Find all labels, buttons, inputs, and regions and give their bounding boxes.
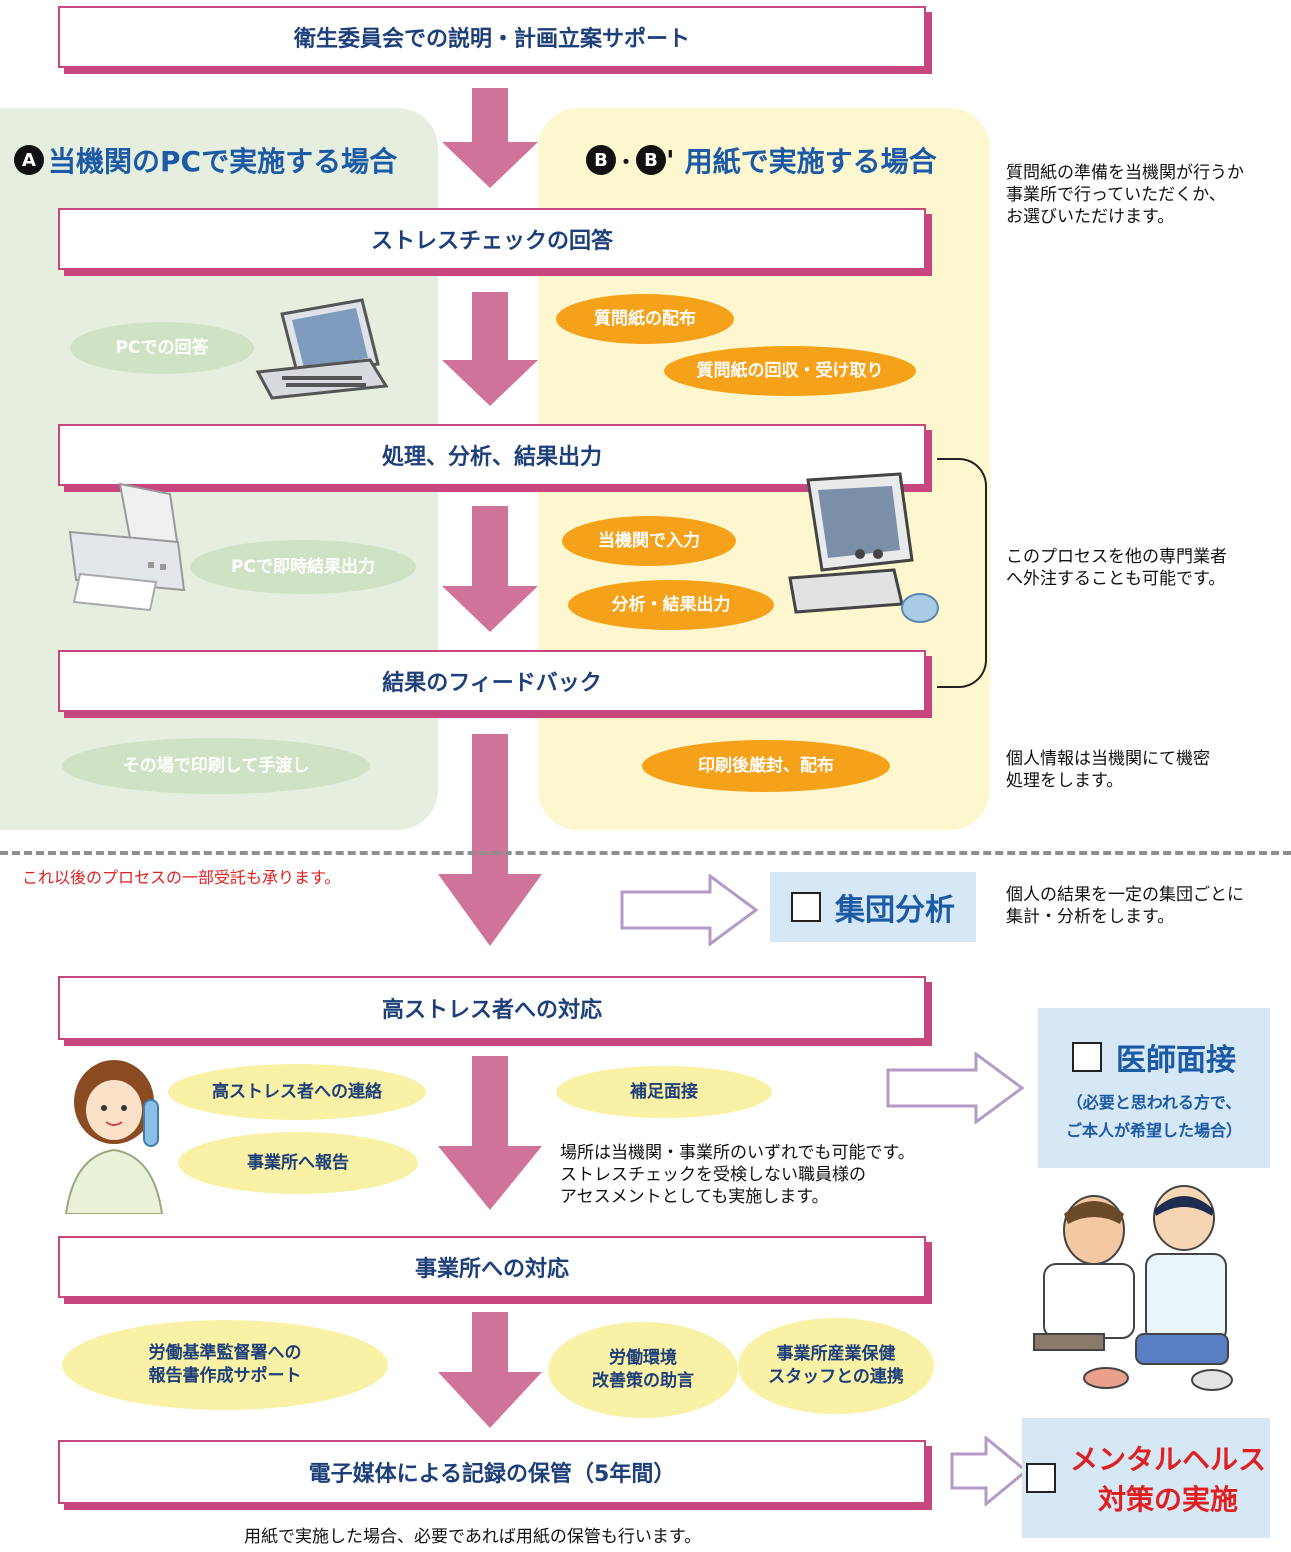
box-group-analysis: 集団分析 — [770, 872, 976, 942]
step-committee-support: 衛生委員会での説明・計画立案サポート — [58, 6, 926, 68]
note-line: 個人情報は当機関にて機密 — [1006, 749, 1210, 769]
pill-label: PCで即時結果出力 — [231, 556, 375, 577]
bracket-outsource — [937, 458, 987, 688]
checkbox-mental-health — [1025, 1463, 1056, 1493]
note-group-analysis: 個人の結果を一定の集団ごとに 集計・分析をします。 — [1006, 884, 1244, 928]
pill-label: 質問紙の配布 — [594, 308, 696, 329]
pill-labor-report: 労働基準監督署への 報告書作成サポート — [62, 1320, 388, 1410]
section-a-title: A 当機関のPCで実施する場合 — [14, 140, 397, 180]
badge-a: A — [14, 145, 44, 175]
doctor-interview-label: 医師面接 — [1116, 1043, 1236, 1078]
pill-label: 当機関で入力 — [598, 530, 700, 551]
step-label: 電子媒体による記録の保管（5年間） — [308, 1462, 676, 1487]
checkbox-group-analysis — [791, 892, 821, 922]
section-a-label: 当機関のPCで実施する場合 — [48, 145, 398, 178]
pill-label: 労働基準監督署への — [148, 1343, 302, 1364]
box-doctor-interview: 医師面接 （必要と思われる方で、 ご本人が希望した場合） — [1038, 1008, 1270, 1168]
pill-label: その場で印刷して手渡し — [122, 755, 310, 776]
pill-label: 高ストレス者への連絡 — [212, 1081, 382, 1102]
note-privacy: 個人情報は当機関にて機密 処理をします。 — [1006, 748, 1210, 792]
pill-label: PCでの回答 — [115, 337, 209, 358]
pill-label: 質問紙の回収・受け取り — [696, 360, 884, 381]
note-line: 集計・分析をします。 — [1006, 907, 1175, 928]
note-place: 場所は当機関・事業所のいずれでも可能です。 ストレスチェックを受検しない職員様の… — [560, 1142, 915, 1208]
note-questionnaire-prep: 質問紙の準備を当機関が行うか 事業所で行っていただくか、 お選びいただけます。 — [1006, 162, 1244, 228]
pill-label: 補足面接 — [630, 1081, 698, 1102]
pill-collect: 質問紙の回収・受け取り — [664, 346, 916, 396]
outline-arrow-icon — [886, 1052, 1025, 1124]
step-label: ストレスチェックの回答 — [370, 229, 613, 254]
note-paper-storage: 用紙で実施した場合、必要であれば用紙の保管も行います。 — [244, 1527, 702, 1547]
divider-dashed — [0, 851, 1291, 855]
printer-icon — [68, 482, 186, 612]
badge-separator: ・ — [616, 149, 636, 174]
badge-b-prime: B — [636, 145, 666, 175]
doctor-interview-sub: （必要と思われる方で、 — [1066, 1093, 1242, 1112]
mental-health-label: メンタルヘルス — [1069, 1443, 1266, 1476]
note-line: ストレスチェックを受検しない職員様の — [560, 1165, 866, 1186]
pill-label: スタッフとの連携 — [768, 1367, 904, 1387]
note-line: 質問紙の準備を当機関が行うか — [1006, 163, 1244, 183]
note-partial-contract: これ以後のプロセスの一部受託も承ります。 — [22, 868, 341, 887]
badge-prime-mark: ' — [666, 143, 675, 177]
pill-seal: 印刷後厳封、配布 — [642, 740, 890, 792]
section-b-label: 用紙で実施する場合 — [684, 145, 937, 178]
checkbox-doctor-interview — [1072, 1042, 1102, 1072]
pill-staff-coordination: 事業所産業保健 スタッフとの連携 — [738, 1318, 934, 1414]
pill-input: 当機関で入力 — [562, 516, 736, 566]
pill-environment: 労働環境 改善策の助言 — [548, 1322, 738, 1418]
group-analysis-label: 集団分析 — [835, 893, 955, 928]
step-stress-check-answer: ストレスチェックの回答 — [58, 208, 926, 270]
pill-label: 事業所へ報告 — [247, 1152, 349, 1173]
pill-contact: 高ストレス者への連絡 — [168, 1064, 426, 1120]
note-line: 処理をします。 — [1006, 771, 1124, 792]
pill-pc-answer: PCでの回答 — [70, 322, 254, 374]
note-line: 場所は当機関・事業所のいずれでも可能です。 — [560, 1143, 915, 1163]
doctor-interview-sub: ご本人が希望した場合） — [1065, 1121, 1242, 1140]
step-feedback: 結果のフィードバック — [58, 650, 926, 712]
step-high-stress: 高ストレス者への対応 — [58, 976, 926, 1040]
outline-arrow-icon — [950, 1436, 1028, 1506]
step-record-storage: 電子媒体による記録の保管（5年間） — [58, 1440, 926, 1504]
note-line: お選びいただけます。 — [1006, 207, 1175, 228]
pill-onsite-print: その場で印刷して手渡し — [62, 738, 370, 794]
section-b-title: B ・ B ' 用紙で実施する場合 — [586, 140, 937, 180]
mental-health-label: 対策の実施 — [1097, 1483, 1238, 1516]
pill-report: 事業所へ報告 — [178, 1132, 418, 1194]
desktop-computer-icon — [788, 472, 939, 623]
pill-label: 事業所産業保健 — [776, 1344, 896, 1365]
note-line: 個人の結果を一定の集団ごとに — [1006, 885, 1244, 905]
step-label: 事業所への対応 — [414, 1257, 569, 1282]
step-label: 高ストレス者への対応 — [381, 998, 602, 1023]
pill-label: 分析・結果出力 — [611, 594, 731, 615]
step-label: 処理、分析、結果出力 — [381, 445, 602, 470]
pill-pc-output: PCで即時結果出力 — [190, 540, 416, 594]
badge-b: B — [586, 145, 616, 175]
doctor-consultation-icon — [1033, 1185, 1233, 1391]
pill-interview: 補足面接 — [556, 1066, 772, 1118]
pill-label: 印刷後厳封、配布 — [698, 755, 834, 776]
note-outsource: このプロセスを他の専門業者 へ外注することも可能です。 — [1006, 546, 1227, 590]
pill-analysis: 分析・結果出力 — [568, 580, 774, 630]
box-mental-health: メンタルヘルス 対策の実施 — [1022, 1418, 1270, 1538]
step-workplace: 事業所への対応 — [58, 1236, 926, 1298]
pill-label: 報告書作成サポート — [148, 1366, 302, 1386]
step-label: 衛生委員会での説明・計画立案サポート — [293, 27, 690, 52]
laptop-icon — [255, 298, 389, 400]
note-line: 事業所で行っていただくか、 — [1006, 185, 1226, 206]
doctor-interview-title: 医師面接 — [1072, 1035, 1236, 1079]
operator-woman-icon — [64, 1060, 164, 1214]
note-line: へ外注することも可能です。 — [1006, 569, 1226, 590]
mental-health-title: メンタルヘルス 対策の実施 — [1070, 1438, 1266, 1518]
outline-arrow-icon — [620, 874, 759, 946]
step-processing: 処理、分析、結果出力 — [58, 424, 926, 486]
pill-label: 改善策の助言 — [592, 1371, 694, 1391]
step-label: 結果のフィードバック — [382, 671, 602, 696]
pill-distribute: 質問紙の配布 — [556, 294, 734, 344]
note-line: アセスメントとしても実施します。 — [560, 1187, 829, 1208]
note-line: このプロセスを他の専門業者 — [1006, 547, 1227, 567]
pill-label: 労働環境 — [609, 1348, 677, 1369]
